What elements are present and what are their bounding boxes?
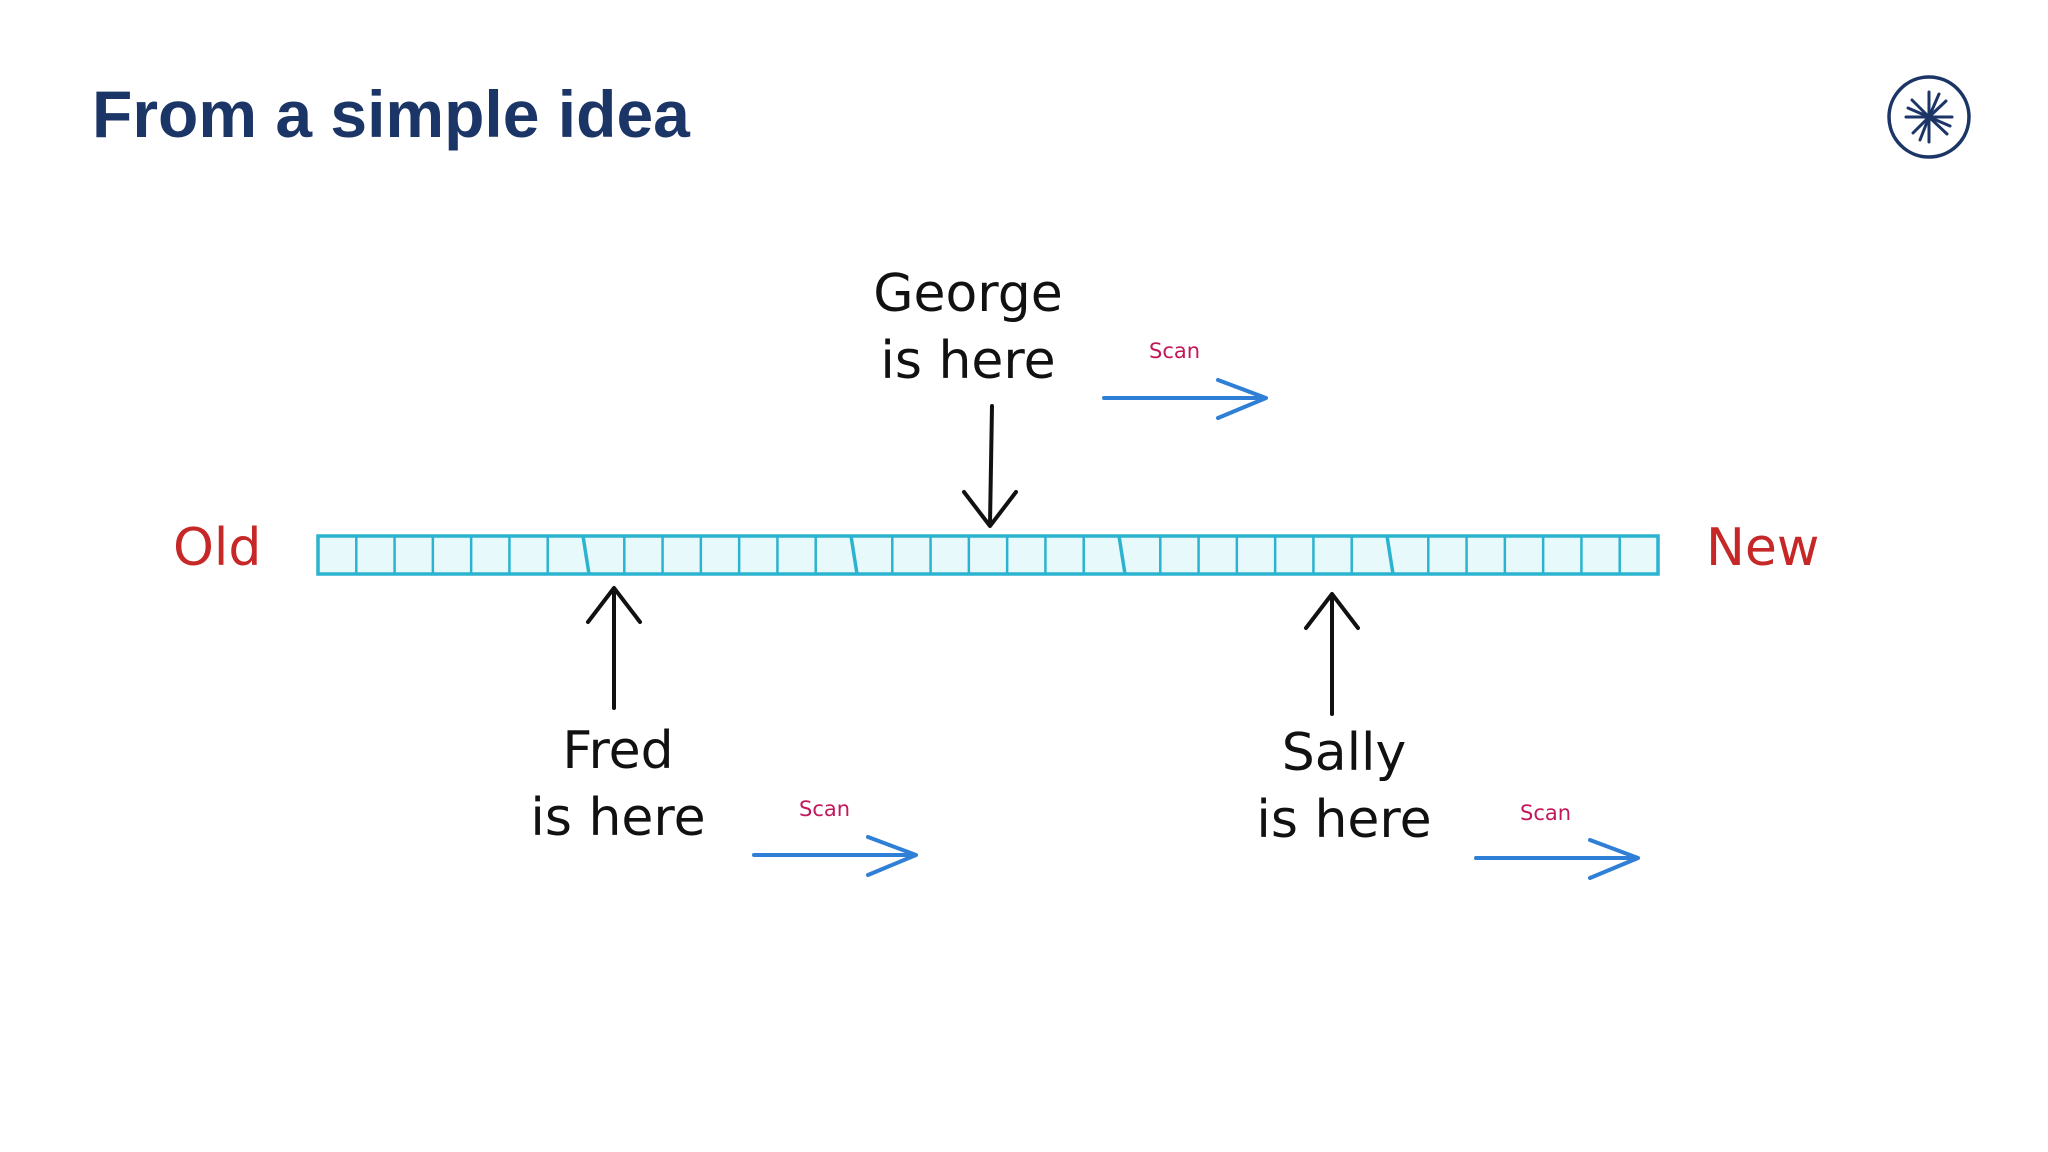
log-segment-boundary [1385,535,1395,575]
reader-george: George is here Scan [873,264,1268,528]
reader-fred-name: Fred [562,721,673,781]
reader-sally-status: is here [1256,790,1431,850]
reader-sally-name: Sally [1282,723,1407,783]
slide-title: From a simple idea [92,77,690,151]
log-segment-boundary [849,535,859,575]
up-arrow-icon [586,586,642,710]
log-tape-outline [316,534,1660,576]
log-segment-boundary [581,535,591,575]
reader-sally: Sally is here Scan [1256,592,1640,880]
reader-george-name: George [873,264,1063,324]
log-new-label: New [1706,518,1819,578]
reader-fred-status: is here [530,788,705,848]
scan-label-sally: Scan [1520,801,1571,825]
starburst-logo-icon [1887,75,1971,159]
reader-fred: Fred is here Scan [530,586,918,877]
reader-george-status: is here [880,331,1055,391]
down-arrow-icon [962,404,1018,528]
scan-arrow-sally-icon [1474,838,1640,880]
scan-label-fred: Scan [799,797,850,821]
log-tape [316,534,1660,576]
scan-arrow-fred-icon [752,835,918,877]
scan-arrow-george-icon [1102,378,1268,420]
log-old-label: Old [173,518,261,578]
log-segment-boundary [1117,535,1127,575]
up-arrow-icon [1304,592,1360,716]
scan-label-george: Scan [1149,339,1200,363]
